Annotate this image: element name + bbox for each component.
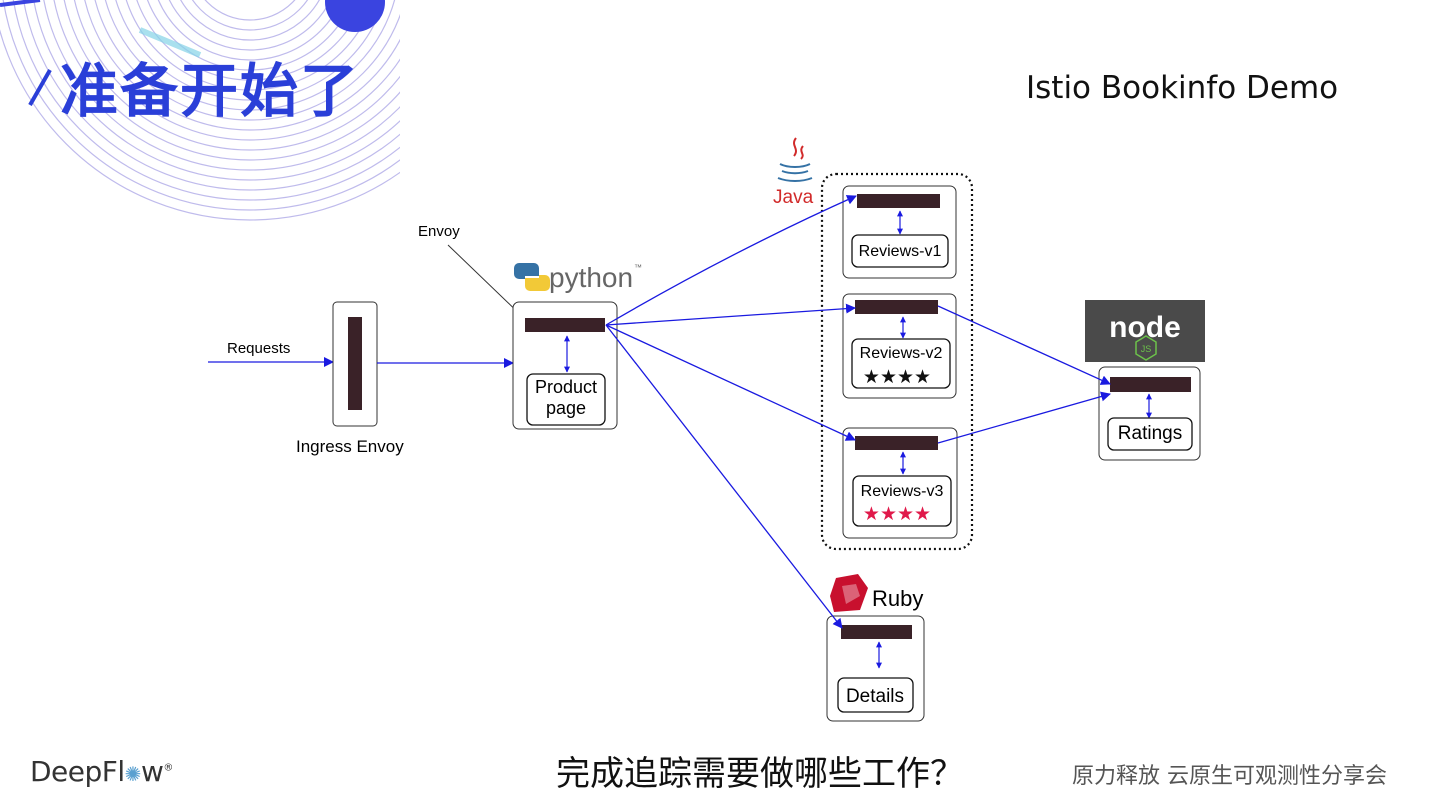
reviews-v1-proxy xyxy=(857,194,940,208)
productpage-proxy xyxy=(525,318,605,332)
deepflow-logo-mark: ✺ xyxy=(124,762,142,786)
productpage-label-line1: Product xyxy=(535,377,597,397)
reviews-v2-service xyxy=(851,338,951,389)
deco-blue-dot xyxy=(325,0,385,32)
reviews-v3-service xyxy=(852,475,952,527)
arrow-productpage-to-reviews-v3 xyxy=(605,324,856,441)
details-service xyxy=(837,677,914,713)
nodejs-logo: node JS xyxy=(1085,300,1205,362)
python-logo-text: python xyxy=(549,262,633,293)
reviews-v3-proxy xyxy=(855,436,938,450)
java-logo-text: Java xyxy=(773,187,814,208)
arrow-productpage-to-details xyxy=(605,324,843,629)
ruby-logo-text: Ruby xyxy=(872,586,923,611)
reviews-v2-label: Reviews-v2 xyxy=(860,345,943,362)
reviews-v2-proxy xyxy=(855,300,938,314)
nodejs-logo-js: JS xyxy=(1141,344,1152,354)
details-proxy xyxy=(841,625,912,639)
reviews-v3-stars: ★★★★ xyxy=(863,504,931,525)
footer-question: 完成追踪需要做哪些工作？ xyxy=(556,754,964,794)
arrow-reviews-v3-to-ratings xyxy=(937,391,1111,444)
envoy-label: Envoy xyxy=(418,223,460,240)
ratings-service xyxy=(1107,417,1193,451)
details-label: Details xyxy=(846,686,904,707)
java-logo: Java xyxy=(773,137,814,208)
arrow-reviews-v2-to-ratings xyxy=(937,305,1111,385)
ingress-envoy-label: Ingress Envoy xyxy=(296,437,404,456)
arrow-productpage-to-reviews-v1 xyxy=(605,195,857,326)
ratings-proxy xyxy=(1110,377,1191,392)
slide-subtitle: Istio Bookinfo Demo xyxy=(1026,70,1339,106)
deepflow-logo-registered: ® xyxy=(163,762,173,774)
reviews-v1-label: Reviews-v1 xyxy=(859,243,942,260)
ingress-envoy-proxy xyxy=(348,317,362,410)
deepflow-logo-text-2: w xyxy=(140,755,164,788)
reviews-v3-label: Reviews-v3 xyxy=(861,483,944,500)
reviews-group-border xyxy=(820,172,974,551)
arrow-productpage-to-reviews-v2 xyxy=(605,303,856,326)
productpage-service xyxy=(526,373,606,426)
deepflow-logo: DeepFl✺w® xyxy=(30,755,173,788)
footer-event-name: 原力释放 云原生可观测性分享会 xyxy=(1072,764,1387,789)
python-logo-tm: ™ xyxy=(634,263,642,272)
requests-label: Requests xyxy=(227,340,290,357)
ruby-logo: Ruby xyxy=(830,574,923,612)
reviews-v1-service xyxy=(851,234,949,268)
decorative-arcs xyxy=(0,0,400,221)
ratings-label: Ratings xyxy=(1118,423,1182,444)
slide-title: 准备开始了 xyxy=(60,57,361,125)
nodejs-logo-text: node xyxy=(1109,311,1181,344)
reviews-v2-stars: ★★★★ xyxy=(863,367,931,388)
python-logo: python ™ xyxy=(514,262,642,293)
deepflow-logo-text-1: DeepFl xyxy=(30,755,125,788)
productpage-label-line2: page xyxy=(546,398,586,418)
